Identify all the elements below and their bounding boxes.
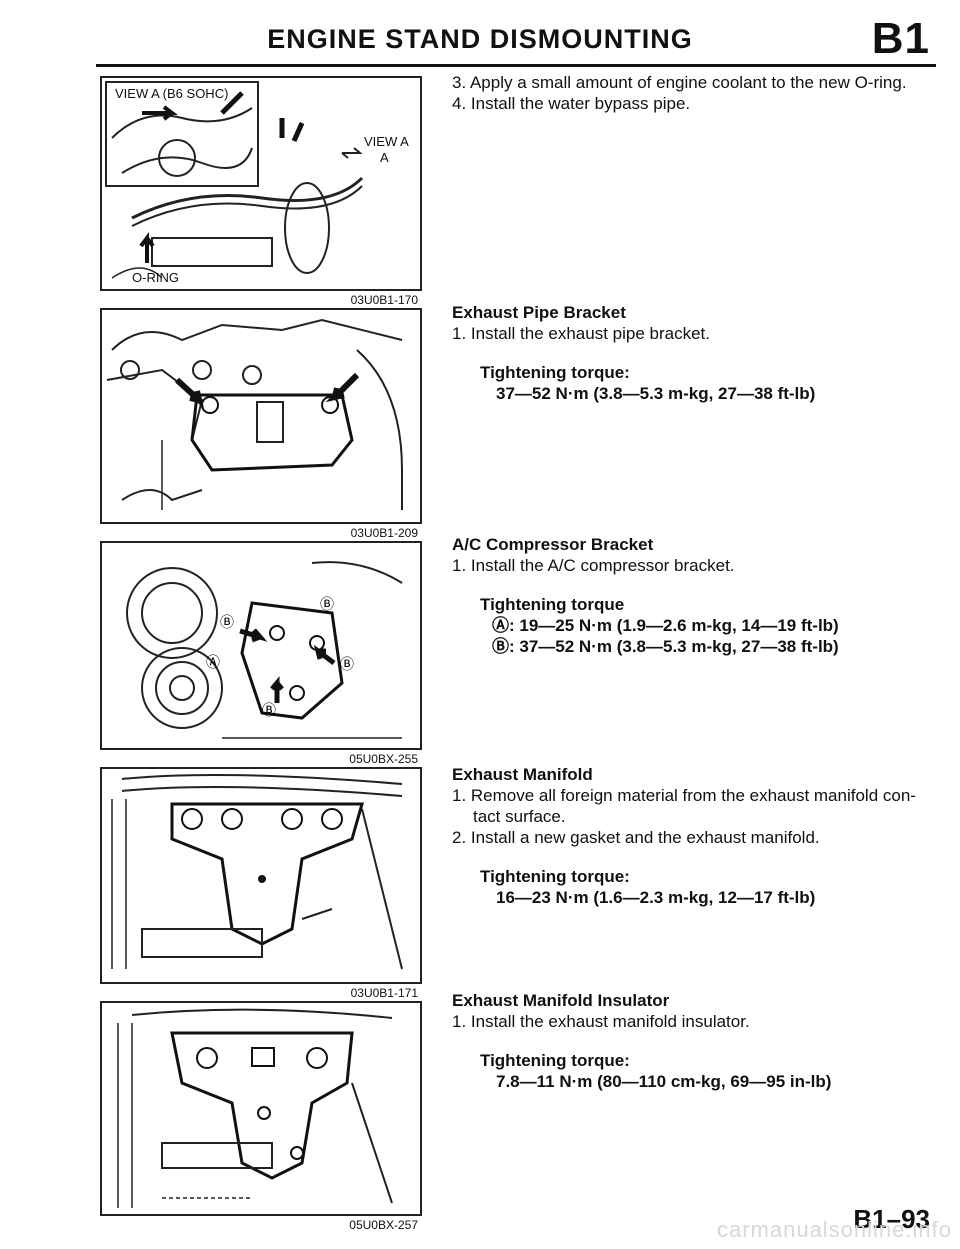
- o-ring-label: O-RING: [132, 270, 179, 285]
- torque-label: Tightening torque: [480, 595, 625, 614]
- figure-exhaust-manifold: [100, 767, 422, 984]
- torque-label: Tightening torque:: [480, 363, 630, 382]
- watermark: carmanualsonline.info: [716, 1217, 952, 1242]
- section-heading: Exhaust Pipe Bracket: [452, 303, 626, 322]
- svg-text:Ⓑ: Ⓑ: [262, 703, 276, 719]
- section-heading: A/C Compressor Bracket: [452, 535, 654, 554]
- view-a-label: VIEW A: [364, 134, 409, 149]
- svg-text:Ⓑ: Ⓑ: [220, 615, 234, 631]
- exhaust-pipe-bracket-section: Exhaust Pipe Bracket 1. Install the exha…: [452, 302, 942, 404]
- step-text: 3. Apply a small amount of engine coolan…: [452, 73, 907, 92]
- torque-value: 7.8—11 N·m (80—110 cm-kg, 69—95 in-lb): [496, 1072, 832, 1091]
- water-bypass-steps: 3. Apply a small amount of engine coolan…: [452, 72, 942, 114]
- exhaust-manifold-illustration: [111, 774, 403, 970]
- step-text: 1. Install the exhaust pipe bracket.: [452, 324, 710, 343]
- svg-text:Ⓐ: Ⓐ: [206, 655, 220, 671]
- figure-exhaust-pipe-bracket: [100, 308, 422, 524]
- figure-code: 03U0B1-170: [350, 293, 418, 307]
- page-number: B1–93: [853, 1204, 930, 1234]
- section-heading: Exhaust Manifold: [452, 765, 593, 784]
- header-rule: [96, 64, 936, 67]
- torque-value: 37—52 N·m (3.8—5.3 m-kg, 27—38 ft-lb): [496, 384, 816, 403]
- torque-value-a: Ⓐ: 19—25 N·m (1.9—2.6 m-kg, 14—19 ft-lb): [492, 616, 839, 635]
- a-label: A: [380, 150, 389, 165]
- torque-value: 16—23 N·m (1.6—2.3 m-kg, 12—17 ft-lb): [496, 888, 816, 907]
- view-a-b6-label: VIEW A (B6 SOHC): [112, 86, 232, 101]
- svg-text:Ⓑ: Ⓑ: [340, 657, 354, 673]
- figure-code: 03U0B1-171: [350, 986, 418, 1000]
- ac-compressor-bracket-section: A/C Compressor Bracket 1. Install the A/…: [452, 534, 942, 657]
- figure-code: 05U0BX-255: [349, 752, 418, 766]
- step-text: tact surface.: [473, 807, 566, 826]
- torque-value-b: Ⓑ: 37—52 N·m (3.8—5.3 m-kg, 27—38 ft-lb): [492, 637, 839, 656]
- step-text: 1. Install the exhaust manifold insulato…: [452, 1012, 750, 1031]
- figure-code: 03U0B1-209: [350, 526, 418, 540]
- exhaust-manifold-insulator-illustration: [117, 1008, 393, 1208]
- exhaust-pipe-bracket-illustration: [106, 318, 403, 510]
- figure-ac-compressor-bracket: Ⓑ Ⓑ Ⓑ Ⓐ Ⓑ: [100, 541, 422, 750]
- step-text: 2. Install a new gasket and the exhaust …: [452, 828, 820, 847]
- exhaust-manifold-section: Exhaust Manifold 1. Remove all foreign m…: [452, 764, 942, 908]
- svg-text:Ⓑ: Ⓑ: [320, 597, 334, 613]
- step-text: 1. Install the A/C compressor bracket.: [452, 556, 735, 575]
- ac-compressor-bracket-illustration: Ⓑ Ⓑ Ⓑ Ⓐ Ⓑ: [126, 561, 403, 739]
- section-heading: Exhaust Manifold Insulator: [452, 991, 670, 1010]
- figure-code: 05U0BX-257: [349, 1218, 418, 1232]
- torque-label: Tightening torque:: [480, 1051, 630, 1070]
- section-code: B1: [871, 14, 930, 63]
- figure-exhaust-manifold-insulator: [100, 1001, 422, 1216]
- step-text: 1. Remove all foreign material from the …: [452, 786, 916, 805]
- torque-label: Tightening torque:: [480, 867, 630, 886]
- page-title: ENGINE STAND DISMOUNTING: [267, 24, 693, 54]
- exhaust-manifold-insulator-section: Exhaust Manifold Insulator 1. Install th…: [452, 990, 942, 1092]
- water-bypass-illustration: [105, 81, 364, 279]
- step-text: 4. Install the water bypass pipe.: [452, 94, 691, 113]
- figure-water-bypass-pipe: VIEW A (B6 SOHC) VIEW A A O-RING: [100, 76, 422, 291]
